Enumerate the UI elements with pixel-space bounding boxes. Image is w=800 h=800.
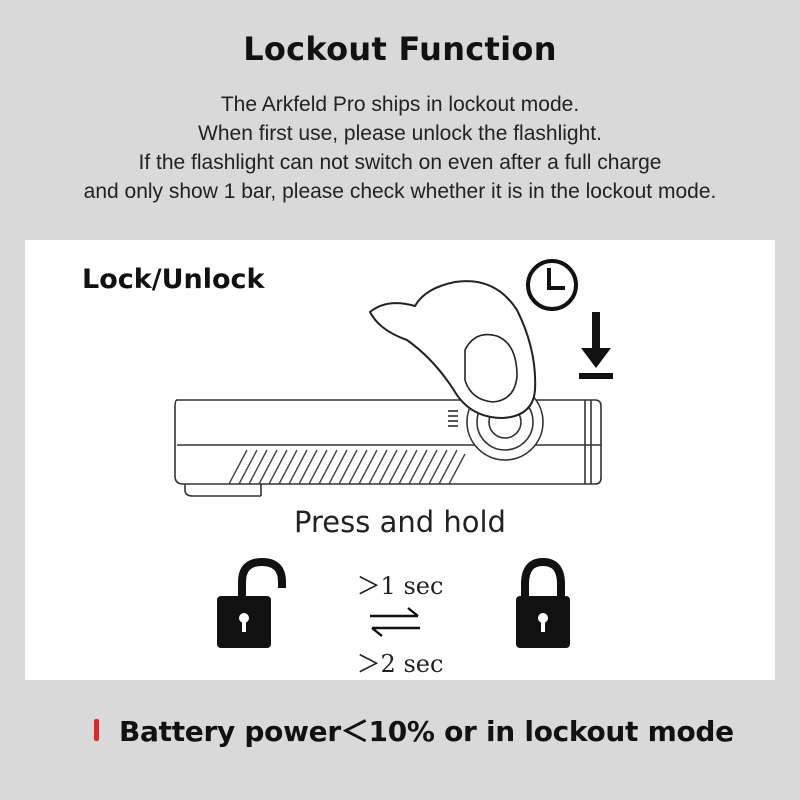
power-indicator [448, 410, 458, 427]
arrow-down-icon [579, 312, 613, 379]
panel-heading: Lock/Unlock [82, 264, 265, 295]
unlocked-padlock-icon [217, 557, 286, 648]
flashlight-illustration [174, 259, 613, 648]
description-line: If the flashlight can not switch on even… [138, 151, 662, 174]
clock-icon [526, 259, 578, 311]
description-line: The Arkfeld Pro ships in lockout mode. [220, 93, 580, 116]
unlock-duration-label: ＞2 sec [356, 650, 444, 678]
lock-duration-label: ＞1 sec [356, 572, 444, 600]
page-title: Lockout Function [243, 30, 557, 68]
grip-pattern [228, 449, 466, 485]
description-line: and only show 1 bar, please check whethe… [83, 180, 717, 203]
red-indicator-icon [94, 719, 99, 741]
description-line: When first use, please unlock the flashl… [198, 122, 602, 145]
instruction-panel: Lock/Unlock [25, 240, 775, 680]
battery-note-text: Battery power＜10% or in lockout mode [119, 715, 734, 748]
locked-padlock-icon [516, 557, 570, 648]
finger-icon [368, 280, 537, 420]
battery-note: Battery power＜10% or in lockout mode [94, 710, 734, 750]
swap-arrows-icon [370, 607, 420, 637]
description: The Arkfeld Pro ships in lockout mode. W… [0, 90, 800, 206]
press-and-hold-label: Press and hold [294, 505, 506, 539]
